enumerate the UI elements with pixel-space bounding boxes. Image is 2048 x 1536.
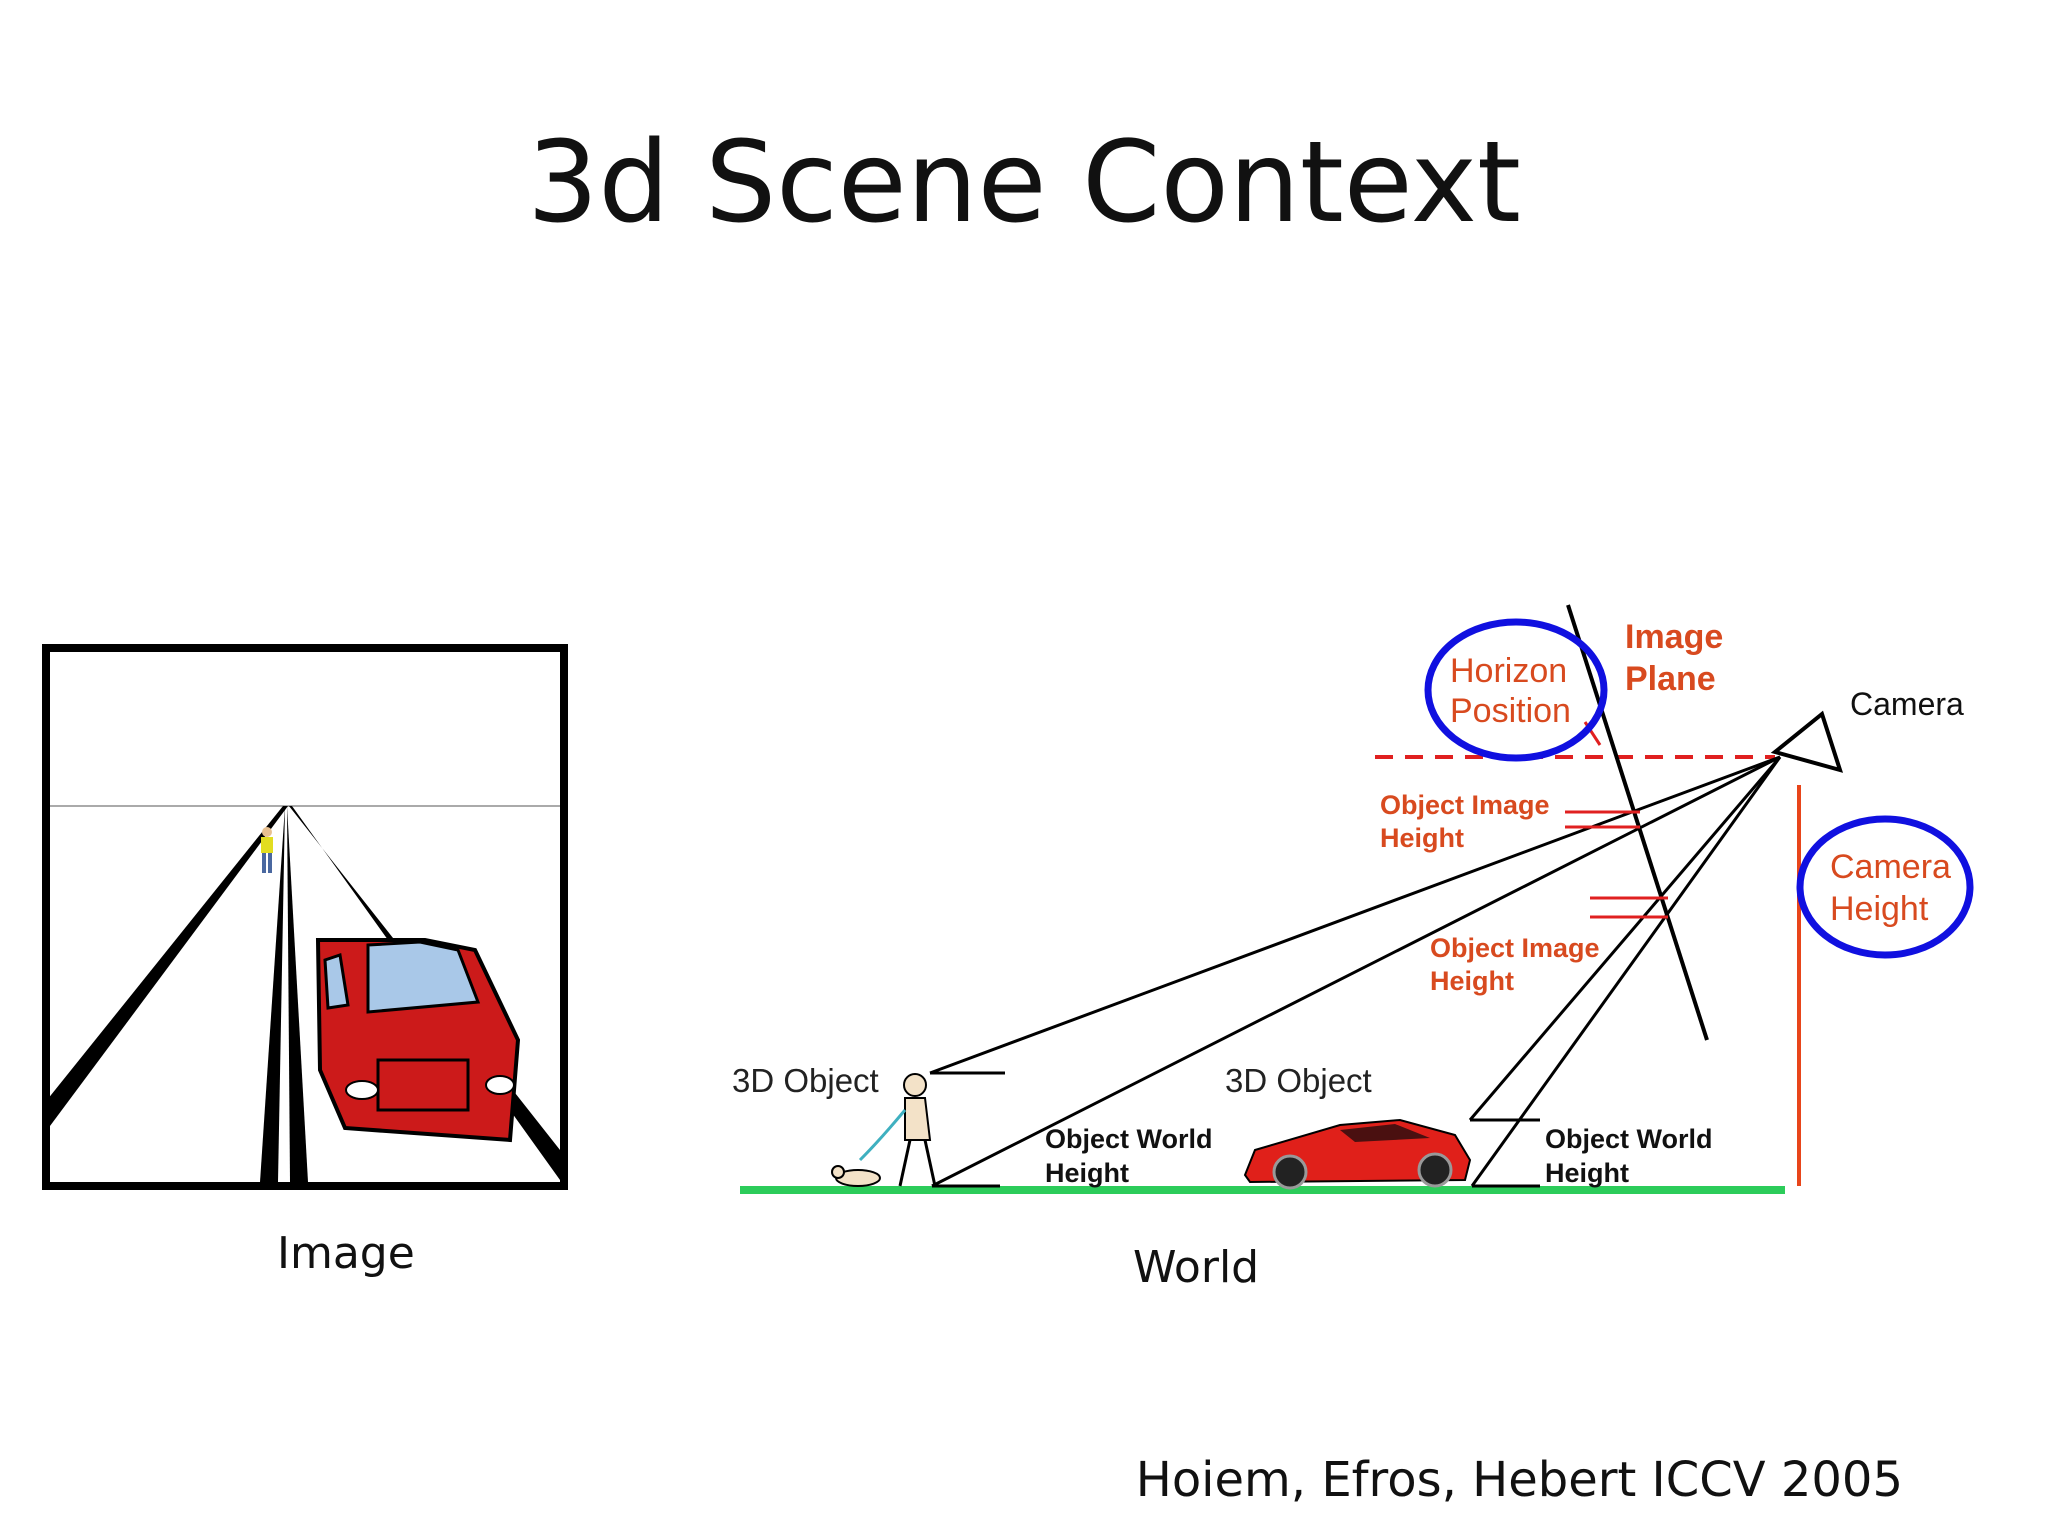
image-plane-label-line2: Plane (1625, 660, 1716, 698)
camera-height-label-line1: Camera (1830, 848, 1951, 886)
object-world-height-1-line1: Object World (1045, 1124, 1213, 1154)
object-world-height-1-line2: Height (1045, 1158, 1129, 1188)
image-caption: Image (277, 1228, 415, 1279)
horizon-label-line2: Position (1450, 692, 1571, 730)
ray-person-top (929, 755, 1781, 1075)
camera-icon (1770, 710, 1844, 773)
road-center-line-left (260, 806, 285, 1182)
camera-label: Camera (1850, 686, 1964, 722)
car-figure (315, 938, 521, 1143)
road-center-line-right (287, 806, 308, 1182)
world-caption: World (1133, 1242, 1260, 1293)
image-height-ticks-1 (1565, 810, 1640, 829)
object-3d-label-2: 3D Object (1225, 1062, 1372, 1099)
ray-car-top (1468, 756, 1782, 1121)
image-plane-line (1566, 604, 1709, 1041)
person-figure (261, 827, 273, 873)
ray-car-bottom (1470, 756, 1782, 1187)
object-world-height-2-line2: Height (1545, 1158, 1629, 1188)
person-with-dog (831, 1073, 937, 1187)
camera-height-highlight-circle (1796, 815, 1974, 959)
road-image (42, 644, 568, 1190)
image-plane-label-line1: Image (1625, 618, 1723, 656)
slide-title: 3d Scene Context (527, 118, 1521, 248)
object-image-height-2-line1: Object Image (1430, 933, 1600, 963)
citation: Hoiem, Efros, Hebert ICCV 2005 (1135, 1452, 1903, 1508)
horizon-label-line1: Horizon (1450, 652, 1567, 690)
object-image-height-1-line1: Object Image (1380, 790, 1550, 820)
object-image-height-2-line2: Height (1430, 966, 1514, 996)
object-3d-label-1: 3D Object (732, 1062, 879, 1099)
world-diagram: Horizon Position Image Plane Camera Came… (732, 604, 1974, 1194)
camera-height-label-line2: Height (1830, 890, 1929, 928)
horizon-highlight-circle (1424, 618, 1608, 762)
object-world-height-2-line1: Object World (1545, 1124, 1713, 1154)
image-height-ticks-2 (1590, 896, 1668, 919)
object-image-height-1-line2: Height (1380, 823, 1464, 853)
road-left-edge (47, 806, 288, 1130)
sports-car (1243, 1118, 1472, 1190)
ray-person-bottom (931, 755, 1781, 1188)
